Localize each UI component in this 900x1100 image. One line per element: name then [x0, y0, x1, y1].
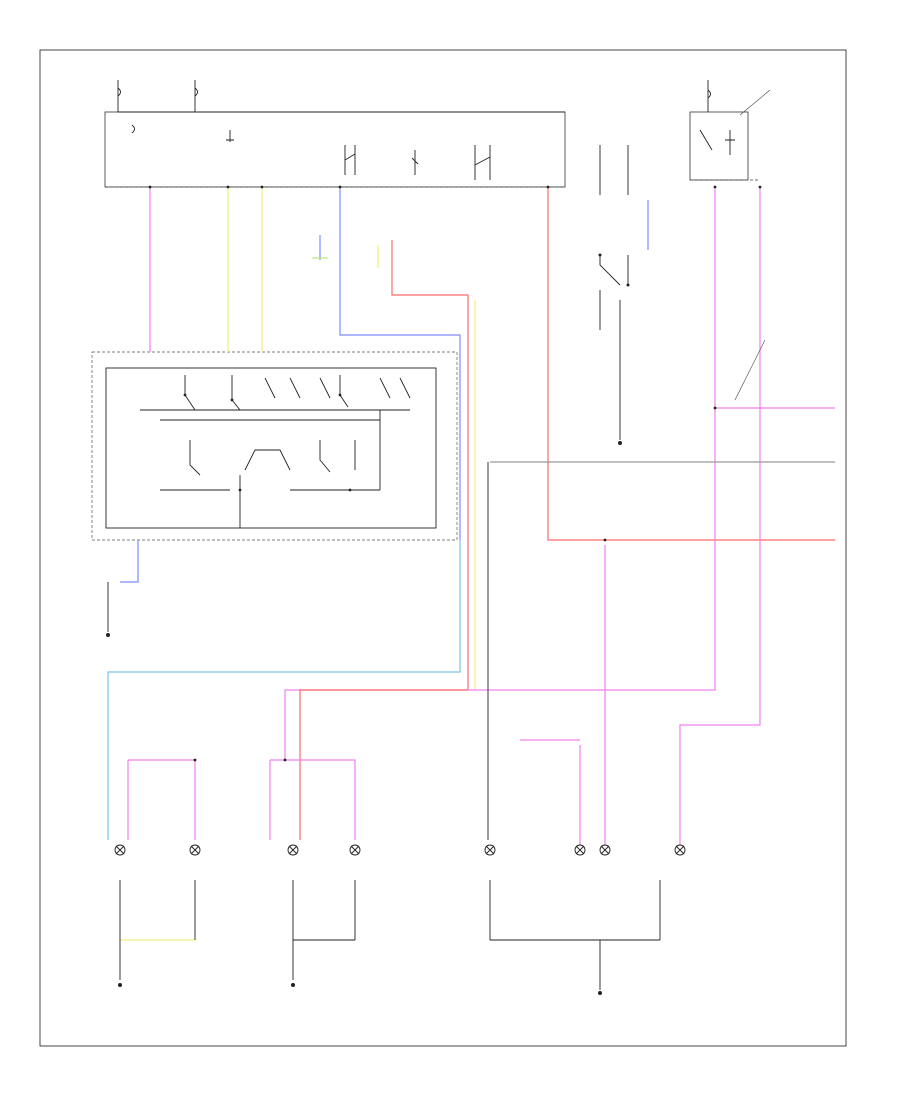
ground-wiring: [106, 300, 661, 995]
multifunction-switch: [91, 351, 458, 541]
splice-points: [148, 185, 762, 762]
lamp-symbols: [114, 844, 686, 856]
wires: [107, 187, 835, 941]
note-leaders: [734, 89, 771, 401]
diagram-border: [39, 49, 847, 1047]
ignition-relay-box: [689, 80, 760, 181]
power-distribution-box: [104, 80, 566, 188]
switch-top-right: [598, 145, 649, 330]
